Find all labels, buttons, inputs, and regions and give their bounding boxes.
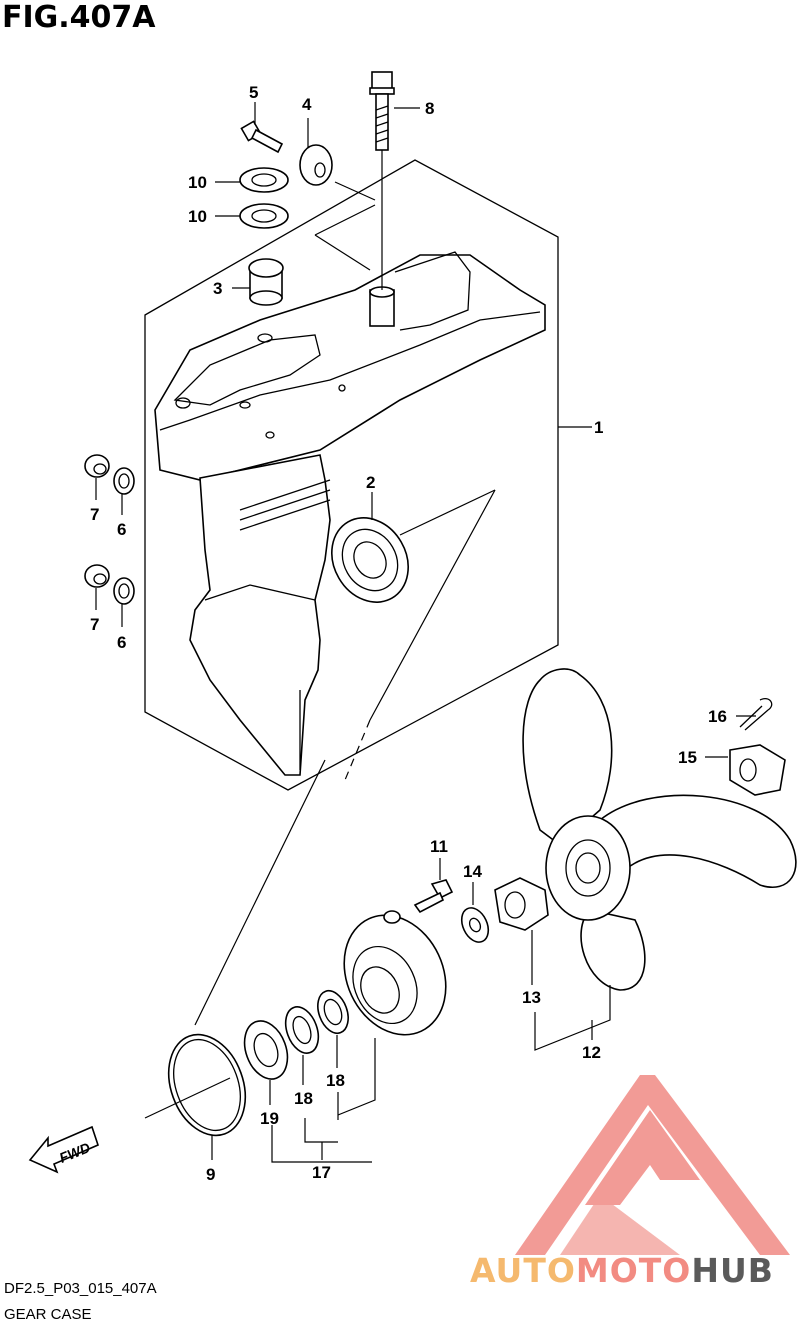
- part-14-washer: [460, 907, 490, 943]
- part-9-o-ring: [144, 1033, 247, 1137]
- callout-4: 4: [302, 95, 312, 114]
- callout-14: 14: [463, 862, 482, 881]
- part-3-bushing: [248, 258, 284, 306]
- callout-9: 9: [206, 1165, 215, 1184]
- part-17-carrier: [343, 910, 447, 1036]
- callout-leaders: [95, 102, 756, 1163]
- figure-caption: GEAR CASE: [4, 1306, 92, 1323]
- callout-16: 16: [708, 707, 727, 726]
- part-15-nut: [729, 744, 786, 796]
- figure-title: FIG.407A: [2, 0, 156, 35]
- gear-case-body: [154, 251, 546, 776]
- callout-18-a: 18: [326, 1071, 345, 1090]
- callout-1: 1: [594, 418, 603, 437]
- guide-lines: [194, 150, 496, 1026]
- callout-15: 15: [678, 748, 697, 767]
- callout-labels: 1 2 3 4 5 6 6 7 7 8 9 10 10 11 12 13 14 …: [90, 83, 727, 1184]
- part-7-plug-lower: [84, 564, 110, 588]
- watermark-hub: HUB: [691, 1251, 774, 1290]
- part-8-bolt: [369, 71, 395, 151]
- callout-17: 17: [312, 1163, 331, 1182]
- part-18-seal-b: [284, 1006, 320, 1054]
- part-7-plug-upper: [84, 454, 110, 478]
- callout-18-b: 18: [294, 1089, 313, 1108]
- part-6-gasket-upper: [113, 467, 135, 495]
- part-5-bolt: [240, 120, 284, 154]
- part-10-seal-upper: [239, 167, 289, 193]
- callout-11: 11: [430, 837, 448, 856]
- callout-7-lower: 7: [90, 615, 99, 634]
- watermark-text: AUTOMOTOHUB: [470, 1251, 774, 1290]
- part-16-cotter-pin: [739, 698, 773, 731]
- callout-10-upper: 10: [188, 173, 207, 192]
- part-12-propeller: [522, 668, 797, 991]
- part-18-seal-a: [317, 989, 349, 1035]
- callout-6-lower: 6: [117, 633, 126, 652]
- fwd-arrow: FWD: [28, 1125, 99, 1174]
- watermark-auto: AUTO: [470, 1251, 576, 1290]
- callout-2: 2: [366, 473, 375, 492]
- callout-6-upper: 6: [117, 520, 126, 539]
- watermark-logo: [515, 1075, 790, 1255]
- svg-text:AUTOMOTOHUB: AUTOMOTOHUB: [470, 1251, 774, 1290]
- callout-7-upper: 7: [90, 505, 99, 524]
- part-10-seal-lower: [239, 203, 289, 229]
- part-6-gasket-lower: [113, 577, 135, 605]
- part-2-bearing: [331, 517, 409, 603]
- callout-13: 13: [522, 988, 541, 1007]
- part-11-bolt: [413, 879, 454, 914]
- part-13-adapter: [494, 877, 549, 931]
- part-4-collar: [299, 144, 333, 186]
- part-19-bearing: [243, 1020, 289, 1080]
- callout-8: 8: [425, 99, 434, 118]
- watermark-moto: MOTO: [576, 1251, 691, 1290]
- callout-3: 3: [213, 279, 222, 298]
- gear-case-box: [144, 159, 559, 791]
- callout-10-lower: 10: [188, 207, 207, 226]
- callout-19: 19: [260, 1109, 279, 1128]
- drawing-code: DF2.5_P03_015_407A: [4, 1280, 157, 1297]
- callout-12: 12: [582, 1043, 601, 1062]
- callout-5: 5: [249, 83, 258, 102]
